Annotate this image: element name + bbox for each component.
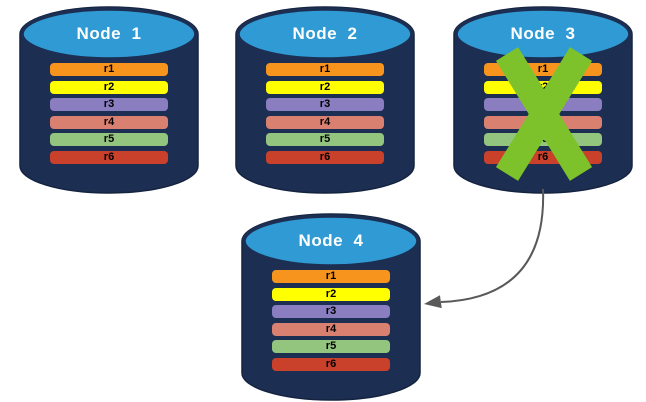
replica-bar: r3 — [50, 98, 168, 111]
node-1: Node 1 r1 r2 r3 r4 r5 r6 — [18, 5, 200, 195]
failure-cross-icon — [495, 47, 593, 181]
replica-list: r1 r2 r3 r4 r5 r6 — [50, 63, 168, 164]
replica-bar: r1 — [272, 270, 390, 283]
replica-bar: r4 — [266, 115, 384, 129]
node-label: Node 1 — [76, 24, 142, 43]
replica-bar: r3 — [266, 98, 384, 111]
replica-bar: r5 — [266, 133, 384, 146]
replica-list: r1 r2 r3 r4 r5 r6 — [266, 63, 384, 164]
replica-bar: r5 — [50, 133, 168, 146]
replica-bar: r2 — [266, 80, 384, 94]
replica-bar: r6 — [266, 150, 384, 164]
arrowhead-icon — [424, 295, 442, 309]
replica-bar: r4 — [50, 115, 168, 129]
replica-bar: r1 — [266, 63, 384, 76]
node-label: Node 3 — [510, 24, 576, 43]
node-2: Node 2 r1 r2 r3 r4 r5 r6 — [234, 5, 416, 195]
replica-bar: r6 — [272, 357, 390, 371]
node-4: Node 4 r1 r2 r3 r4 r5 r6 — [240, 212, 422, 402]
replica-bar: r6 — [50, 150, 168, 164]
node-label: Node 4 — [298, 231, 364, 250]
node-3: Node 3 r1 r2 r3 r4 r5 r6 — [452, 5, 634, 195]
replica-bar: r4 — [272, 322, 390, 336]
replica-bar: r3 — [272, 305, 390, 318]
replica-bar: r5 — [272, 340, 390, 353]
replica-bar: r1 — [50, 63, 168, 76]
replica-list: r1 r2 r3 r4 r5 r6 — [272, 270, 390, 371]
replica-bar: r2 — [50, 80, 168, 94]
node-label: Node 2 — [292, 24, 358, 43]
replica-bar: r2 — [272, 287, 390, 301]
